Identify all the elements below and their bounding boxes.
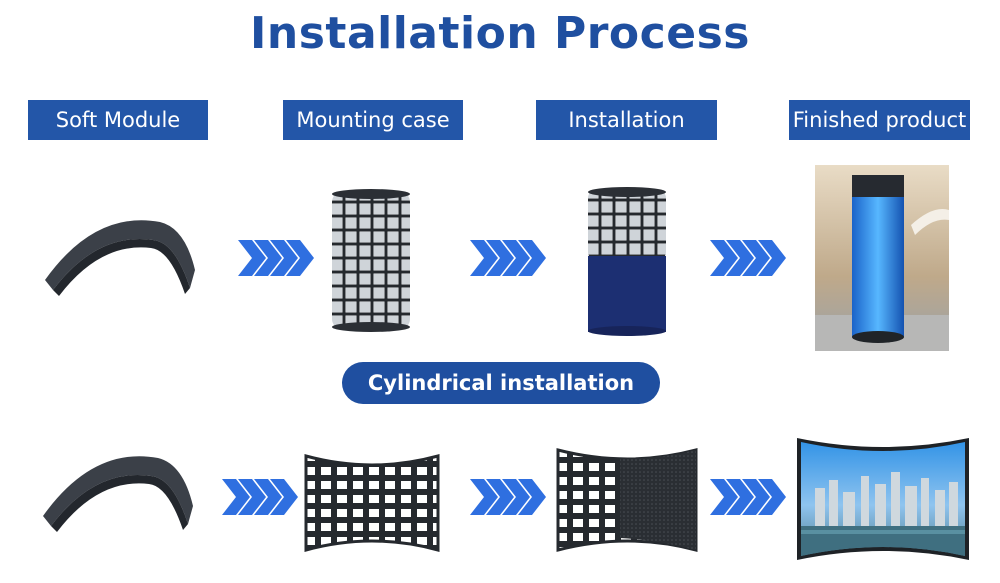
cylindrical-installation-badge: Cylindrical installation bbox=[342, 362, 660, 404]
finished-product-mall-photo bbox=[815, 165, 949, 351]
step-label-soft-module: Soft Module bbox=[28, 100, 208, 140]
arrow-right-icon bbox=[710, 479, 786, 515]
soft-module-curved-image bbox=[43, 456, 193, 532]
arrow-right-icon bbox=[238, 240, 314, 276]
curved-installation-panel-image bbox=[556, 448, 698, 552]
step-label-finished-product: Finished product bbox=[789, 100, 970, 140]
arrow-right-icon bbox=[222, 479, 298, 515]
soft-module-curved-image bbox=[45, 220, 195, 296]
arrow-right-icon bbox=[470, 479, 546, 515]
curved-mounting-frame-image bbox=[304, 454, 440, 552]
page-title: Installation Process bbox=[250, 8, 750, 59]
finished-curved-screen-city-photo bbox=[797, 438, 969, 560]
arrow-right-icon bbox=[470, 240, 546, 276]
mounting-case-cylinder-image bbox=[332, 189, 410, 332]
step-label-installation: Installation bbox=[536, 100, 717, 140]
installation-cylinder-image bbox=[588, 187, 666, 336]
arrow-right-icon bbox=[710, 240, 786, 276]
step-label-mounting-case: Mounting case bbox=[283, 100, 463, 140]
